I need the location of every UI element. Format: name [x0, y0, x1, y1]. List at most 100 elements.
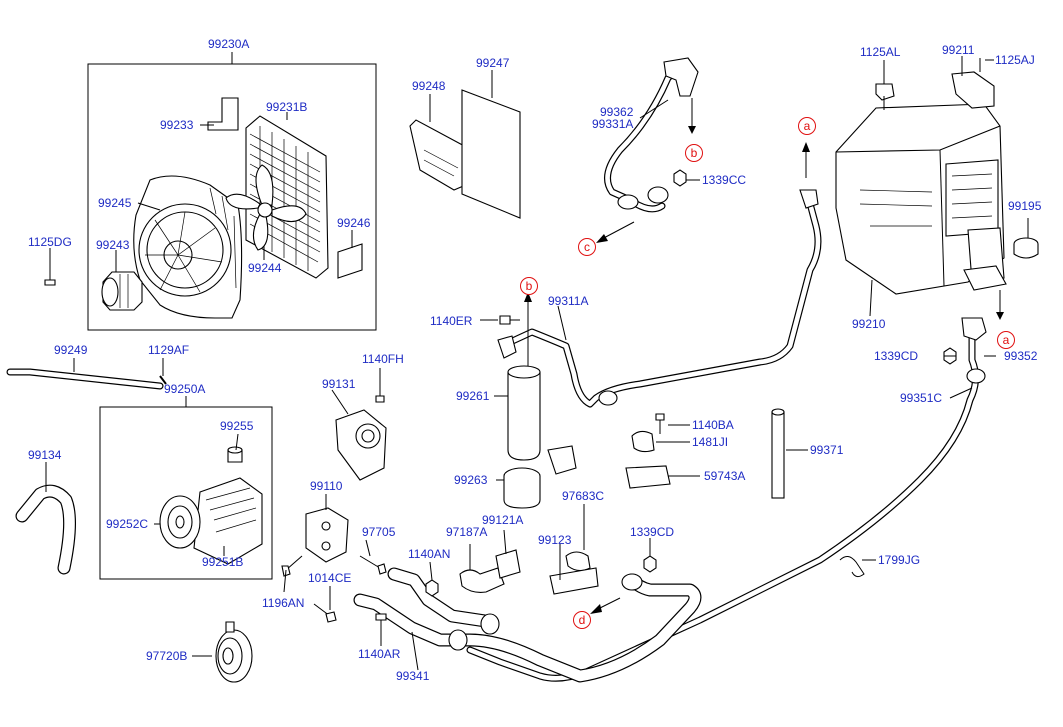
- fan-shroud-part: [133, 175, 243, 319]
- callout-99311A: 99311A: [548, 294, 589, 308]
- callout-59743A: 59743A: [704, 469, 746, 483]
- cap-part: [1013, 237, 1039, 259]
- bolt-part: [875, 83, 895, 110]
- bolt-part: [44, 266, 56, 286]
- condenser-part: [245, 115, 329, 279]
- seal-pad-part: [461, 89, 521, 219]
- callout-1140ER: 1140ER: [430, 314, 473, 328]
- leader-lines: [45, 56, 1029, 671]
- clamp-bracket-part: [625, 465, 671, 489]
- callout-99362: 99362: [600, 105, 634, 119]
- nut-part: [673, 169, 687, 187]
- valve-part: [227, 446, 243, 463]
- drier-bracket-part: [503, 445, 577, 509]
- callout-99251B: 99251B: [202, 555, 244, 569]
- connector-marker-d: d: [573, 611, 591, 629]
- callout-99351C: 99351C: [900, 391, 943, 405]
- compressor-part: [159, 477, 263, 565]
- callout-99195: 99195: [1008, 199, 1042, 213]
- callout-99341: 99341: [396, 669, 430, 683]
- callout-97683C: 97683C: [562, 489, 605, 503]
- connector-marker-b: b: [685, 144, 703, 162]
- callout-1125AL: 1125AL: [860, 45, 901, 59]
- callout-99246: 99246: [337, 216, 371, 230]
- fan-motor-part: [101, 271, 143, 311]
- suction-hose-part: [353, 567, 702, 683]
- evaporator-bracket-part: [951, 71, 995, 109]
- callout-1140FH: 1140FH: [362, 352, 404, 366]
- callout-1125AJ: 1125AJ: [995, 53, 1035, 67]
- rod-part: [6, 368, 164, 390]
- callout-1799JG: 1799JG: [878, 553, 921, 567]
- compressor-mount-part: [305, 507, 349, 563]
- clamp-part: [459, 549, 521, 593]
- callout-99211: 99211: [942, 43, 975, 57]
- bolt-part: [313, 603, 337, 623]
- pin-part: [159, 375, 167, 385]
- bolt-part: [499, 315, 520, 325]
- condenser-bracket-part: [337, 243, 363, 279]
- idler-bracket-part: [335, 409, 387, 481]
- connector-marker-a: a: [997, 331, 1015, 349]
- callout-1014CE: 1014CE: [308, 571, 352, 585]
- callout-99252C: 99252C: [106, 517, 149, 531]
- callout-99248: 99248: [412, 79, 446, 93]
- callout-99230A: 99230A: [208, 37, 250, 51]
- callout-99134: 99134: [28, 448, 62, 462]
- fan-blade-part: [225, 164, 307, 251]
- discharge-tube-part: [497, 189, 822, 408]
- clip-part: [839, 556, 865, 578]
- callout-99331A: 99331A: [592, 117, 634, 131]
- evaporator-unit-part: [835, 103, 1007, 295]
- callout-99247: 99247: [476, 56, 510, 70]
- callout-99263: 99263: [454, 473, 488, 487]
- callout-99371: 99371: [810, 443, 844, 457]
- bolt-part: [359, 555, 387, 575]
- mount-bracket-part: [409, 119, 469, 191]
- callout-99233: 99233: [160, 118, 194, 132]
- callout-97705: 97705: [362, 525, 396, 539]
- callout-1481JI: 1481JI: [692, 435, 729, 449]
- callout-99249: 99249: [54, 343, 88, 357]
- callout-97720B: 97720B: [146, 649, 188, 663]
- callout-99261: 99261: [456, 389, 490, 403]
- callout-1140AR: 1140AR: [358, 647, 401, 661]
- liquid-tube-part: [466, 317, 987, 682]
- clamp-part: [631, 430, 655, 453]
- drive-belt-part: [15, 484, 77, 575]
- receiver-drier-part: [507, 365, 541, 461]
- callout-1125DG: 1125DG: [28, 235, 72, 249]
- bolt-part: [281, 555, 303, 577]
- connector-marker-b: b: [520, 277, 538, 295]
- connector-marker-a: a: [798, 117, 816, 135]
- callout-1339CC: 1339CC: [702, 173, 747, 187]
- callout-99210: 99210: [852, 317, 886, 331]
- nut-part: [425, 579, 439, 597]
- bolt-part: [375, 613, 387, 634]
- callout-99244: 99244: [248, 261, 282, 275]
- nut-part: [643, 555, 657, 573]
- bolt-part: [655, 413, 665, 434]
- callout-99131: 99131: [322, 377, 356, 391]
- connector-marker-c: c: [578, 238, 596, 256]
- callout-1339CD-lower: 1339CD: [630, 525, 675, 539]
- callout-1140BA: 1140BA: [692, 418, 734, 432]
- bracket-part: [207, 97, 239, 131]
- pipe-part: [771, 408, 785, 499]
- callout-99255: 99255: [220, 419, 254, 433]
- callout-99250A: 99250A: [164, 382, 206, 396]
- callout-97187A: 97187A: [446, 525, 488, 539]
- callout-1129AF: 1129AF: [148, 343, 190, 357]
- callout-99243: 99243: [96, 238, 130, 252]
- callout-99121A: 99121A: [482, 513, 524, 527]
- clamp-part: [549, 551, 599, 595]
- callout-99352: 99352: [1004, 349, 1038, 363]
- callout-99231B: 99231B: [266, 100, 308, 114]
- pulley-part: [215, 621, 253, 683]
- callout-99245: 99245: [98, 196, 132, 210]
- callout-1140AN: 1140AN: [408, 547, 451, 561]
- suction-tube-part: [604, 57, 699, 213]
- bolt-part: [375, 380, 385, 403]
